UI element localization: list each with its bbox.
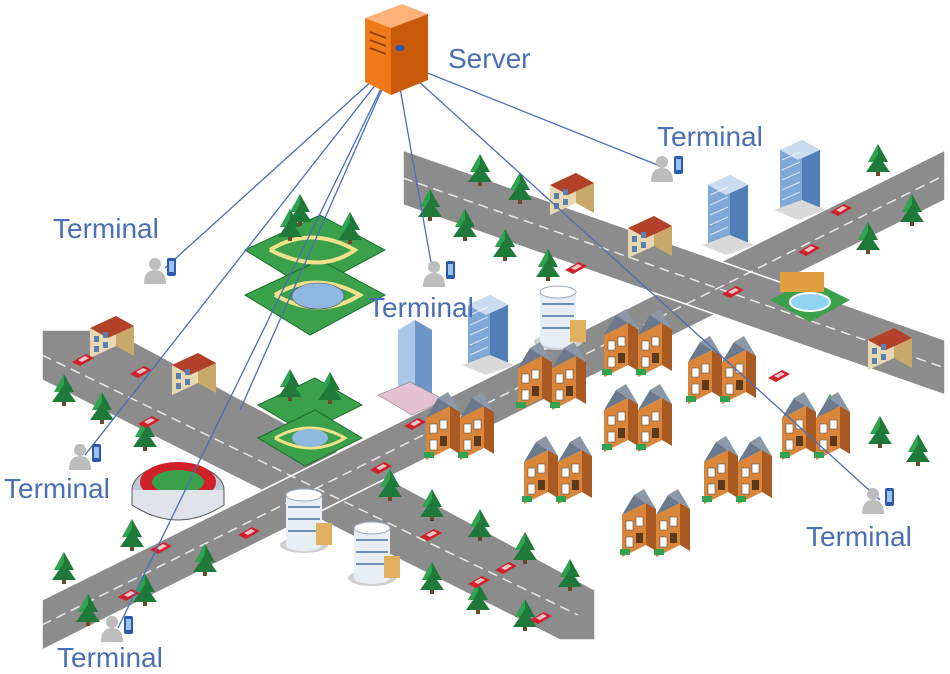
terminal-icon	[651, 156, 683, 182]
terminal-icon	[101, 616, 133, 642]
terminal-label: Terminal	[53, 213, 159, 244]
tower-icon	[377, 320, 446, 416]
park-upper	[243, 194, 387, 336]
server-icon	[365, 4, 428, 95]
terminal-label: Terminal	[657, 121, 763, 152]
stadium-icon	[131, 462, 225, 521]
terminal-icon	[144, 258, 176, 284]
terminal-label: Terminal	[368, 292, 474, 323]
terminal-label: Terminal	[806, 521, 912, 552]
pool-icon	[770, 272, 850, 322]
server-label: Server	[448, 43, 530, 74]
terminal-icon	[862, 488, 894, 514]
terminal-label: Terminal	[4, 473, 110, 504]
buildings	[90, 139, 912, 587]
terminal-label: Terminal	[57, 642, 163, 673]
park-lower	[256, 369, 364, 467]
server-links	[84, 59, 881, 629]
terminal-icon	[423, 261, 455, 287]
terminal-icon	[69, 444, 101, 470]
